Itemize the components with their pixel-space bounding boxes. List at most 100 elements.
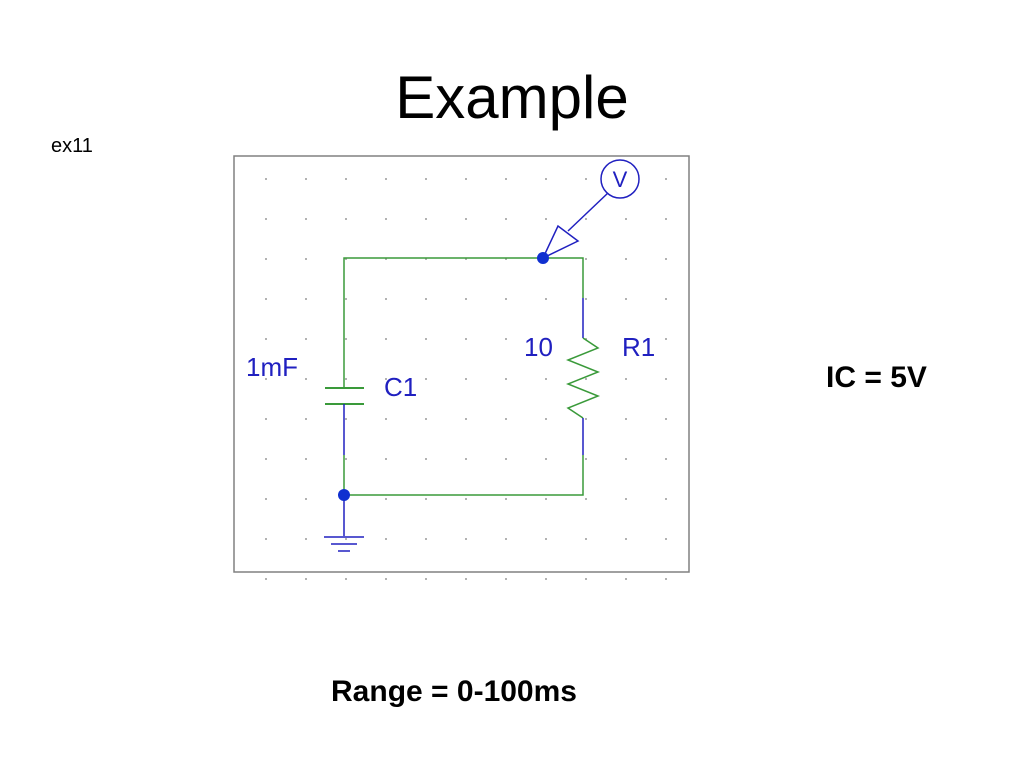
grid-dot xyxy=(345,578,347,580)
grid-dot xyxy=(385,338,387,340)
grid-dot xyxy=(505,538,507,540)
grid-dot xyxy=(465,378,467,380)
grid-dot xyxy=(265,578,267,580)
grid-dot xyxy=(265,178,267,180)
example-tag: ex11 xyxy=(51,135,93,157)
probe-symbol: V xyxy=(613,167,628,192)
grid-dot xyxy=(305,338,307,340)
grid-dot xyxy=(505,458,507,460)
grid-dot xyxy=(505,298,507,300)
grid-dot xyxy=(545,538,547,540)
grid-dot xyxy=(305,378,307,380)
wire-top xyxy=(343,257,584,340)
grid-dot xyxy=(585,498,587,500)
capacitor-c1 xyxy=(325,340,364,455)
grid-dot xyxy=(305,498,307,500)
grid-dot xyxy=(665,498,667,500)
grid-dot xyxy=(545,298,547,300)
grid-dot xyxy=(585,578,587,580)
junction-bottom xyxy=(338,489,350,501)
capacitor-ref: C1 xyxy=(384,372,417,402)
grid-dot xyxy=(425,578,427,580)
range-note: Range = 0-100ms xyxy=(331,675,577,708)
grid-dot xyxy=(465,458,467,460)
grid-dot xyxy=(505,178,507,180)
grid-dot xyxy=(465,218,467,220)
grid-dot xyxy=(265,258,267,260)
grid-dot xyxy=(665,458,667,460)
grid-dot xyxy=(625,458,627,460)
probe-circle xyxy=(600,159,640,199)
grid-dot xyxy=(665,538,667,540)
grid-dot xyxy=(345,338,347,340)
grid-dot xyxy=(505,218,507,220)
grid-dot xyxy=(665,298,667,300)
grid-dot xyxy=(305,418,307,420)
grid-dot xyxy=(385,538,387,540)
grid-dot xyxy=(545,378,547,380)
schematic-frame xyxy=(233,155,690,573)
grid-dot xyxy=(385,218,387,220)
grid-dot xyxy=(545,578,547,580)
grid-dot xyxy=(665,378,667,380)
grid-dot xyxy=(625,298,627,300)
grid-dot xyxy=(265,458,267,460)
grid-dot xyxy=(545,498,547,500)
grid-dot xyxy=(385,578,387,580)
grid-dot xyxy=(425,498,427,500)
grid-dot xyxy=(265,338,267,340)
grid-dot xyxy=(465,298,467,300)
grid-dot xyxy=(585,378,587,380)
grid-dot xyxy=(385,378,387,380)
grid-dot xyxy=(425,458,427,460)
grid-dot xyxy=(665,418,667,420)
grid-dot xyxy=(465,418,467,420)
grid-dot xyxy=(545,458,547,460)
resistor-r1 xyxy=(565,298,601,455)
probe-arrow-icon xyxy=(541,224,580,260)
grid-dot xyxy=(585,258,587,260)
grid-dot xyxy=(585,298,587,300)
grid-dot xyxy=(585,458,587,460)
grid-dot xyxy=(505,498,507,500)
grid-dot xyxy=(345,538,347,540)
grid-dot xyxy=(345,178,347,180)
grid-dot xyxy=(385,498,387,500)
grid-dot xyxy=(265,378,267,380)
grid-dot xyxy=(625,578,627,580)
grid-dot xyxy=(345,298,347,300)
grid-dot xyxy=(585,538,587,540)
grid-dot xyxy=(625,538,627,540)
grid-dot xyxy=(305,578,307,580)
grid-dot xyxy=(465,178,467,180)
wires xyxy=(343,257,584,496)
grid-dot xyxy=(665,338,667,340)
grid-dot xyxy=(505,578,507,580)
grid-dot xyxy=(385,458,387,460)
grid-dot xyxy=(665,258,667,260)
grid-dot xyxy=(305,298,307,300)
grid-dot xyxy=(425,418,427,420)
grid-dot xyxy=(625,498,627,500)
grid-dot xyxy=(345,418,347,420)
grid-dot xyxy=(665,178,667,180)
grid-dot xyxy=(345,458,347,460)
ground-symbol xyxy=(324,495,364,552)
grid-dot xyxy=(665,578,667,580)
grid-dot xyxy=(625,378,627,380)
grid-dot xyxy=(425,298,427,300)
grid-dot xyxy=(625,258,627,260)
grid-dot xyxy=(625,418,627,420)
capacitor-value: 1mF xyxy=(246,352,298,382)
grid-dot xyxy=(665,218,667,220)
grid-dot xyxy=(425,538,427,540)
grid-dot xyxy=(505,378,507,380)
grid-dot xyxy=(545,218,547,220)
grid-dot xyxy=(505,338,507,340)
grid-dot xyxy=(585,178,587,180)
grid-dot xyxy=(425,378,427,380)
grid-dot xyxy=(385,298,387,300)
resistor-value: 10 xyxy=(524,332,553,362)
grid-dot xyxy=(545,178,547,180)
grid-dot xyxy=(265,298,267,300)
